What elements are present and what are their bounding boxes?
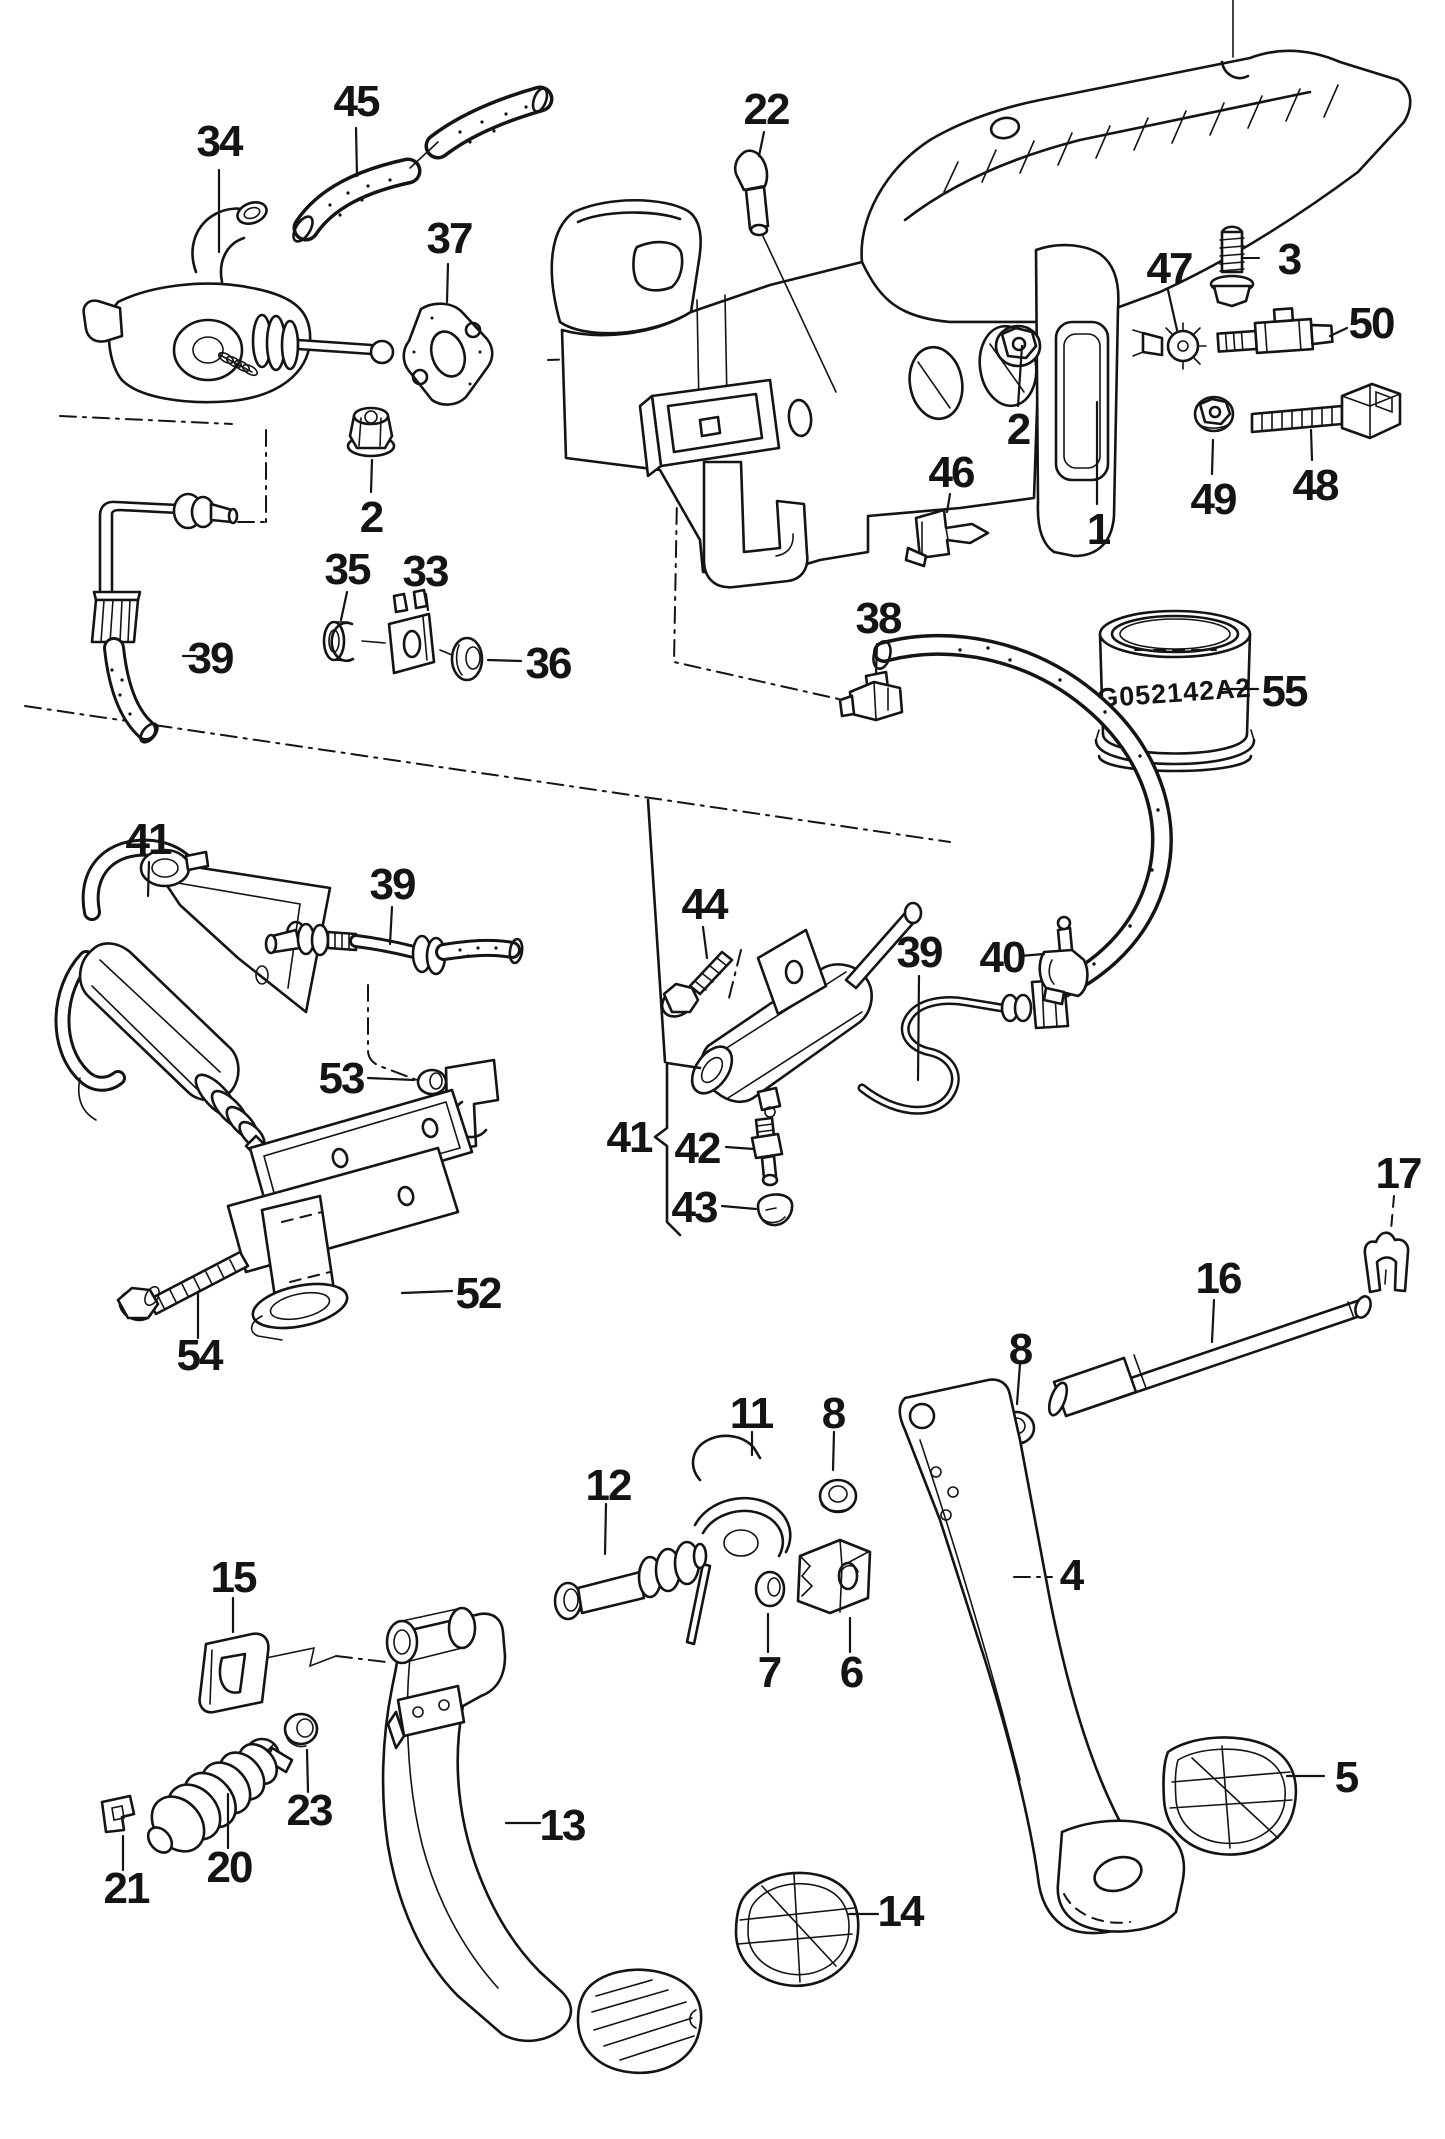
part-label-36: 36: [526, 639, 571, 688]
screw-48: [1250, 382, 1402, 440]
gasket: [402, 302, 494, 406]
part-label-55: 55: [1262, 667, 1308, 716]
part-label-41-brace: 41: [607, 1113, 653, 1162]
clutch-pedal: [381, 1606, 703, 2075]
part-label-23: 23: [287, 1786, 332, 1835]
washer-53: [416, 1068, 448, 1096]
part-label-37: 37: [427, 214, 472, 263]
part-label-21: 21: [104, 1864, 150, 1913]
over-center-spring-20: [146, 1737, 294, 1854]
part-label-13: 13: [540, 1801, 585, 1850]
torsion-spring-11: [685, 1434, 792, 1646]
clip-46: [904, 508, 990, 568]
part-label-16: 16: [1196, 1254, 1241, 1303]
bushing-23: [283, 1712, 319, 1748]
part-label-39-left: 39: [188, 634, 233, 683]
clip-17: [1363, 1231, 1410, 1294]
pivot-pin: [733, 149, 837, 393]
part-label-8-right: 8: [1009, 1325, 1033, 1374]
part-label-39-right: 39: [897, 928, 942, 977]
part-label-6: 6: [840, 1648, 863, 1697]
part-label-35: 35: [325, 545, 371, 594]
pedal-pad-14: [734, 1871, 860, 1988]
part-label-44: 44: [682, 880, 729, 929]
clip-15: [198, 1632, 270, 1714]
pedal-bracket: [550, 49, 1412, 589]
bleeder-valve-42: [750, 1116, 784, 1187]
nut-8-center: [818, 1478, 858, 1514]
hose-39-center: [264, 922, 524, 976]
part-label-4: 4: [1060, 1551, 1085, 1600]
part-label-2-right: 2: [1007, 405, 1030, 454]
nut-2-left: [346, 406, 396, 458]
part-label-11: 11: [730, 1389, 774, 1438]
supply-hose: [292, 85, 554, 243]
part-label-17: 17: [1376, 1149, 1421, 1198]
part-label-45: 45: [334, 77, 380, 126]
slave-cylinder-left: [54, 838, 332, 1167]
part-label-49: 49: [1191, 475, 1236, 524]
part-label-39-center: 39: [370, 860, 415, 909]
part-label-1: 1: [1087, 505, 1111, 554]
bolt-54: [116, 1250, 250, 1322]
slave-cylinder-right: [690, 901, 923, 1118]
part-label-3: 3: [1278, 235, 1301, 284]
part-label-22: 22: [744, 85, 789, 134]
retainer-clip-47: [1132, 322, 1207, 370]
part-label-46: 46: [929, 448, 974, 497]
part-label-15: 15: [211, 1553, 257, 1602]
bolt-44: [660, 950, 734, 1018]
clip-38: [838, 670, 904, 722]
hose-39-right: [857, 633, 1173, 1115]
part-label-34: 34: [197, 117, 244, 166]
washer-7: [754, 1570, 786, 1608]
part-label-20: 20: [207, 1843, 252, 1892]
nut-2-right: [994, 324, 1042, 368]
bracket-hatching: [943, 84, 1339, 193]
clip-40: [1038, 915, 1089, 1006]
part-label-33: 33: [403, 547, 448, 596]
leader-lines: [121, 126, 1395, 1916]
part-label-40: 40: [980, 933, 1025, 982]
can-code-text: G052142A2: [1096, 673, 1252, 714]
dust-cap-43: [756, 1193, 794, 1227]
part-label-2-left: 2: [360, 493, 383, 542]
push-rod-16: [1047, 1295, 1372, 1418]
brace-41-group: [653, 1061, 702, 1237]
part-label-38: 38: [856, 594, 902, 643]
part-label-14: 14: [878, 1887, 925, 1936]
part-label-50: 50: [1349, 299, 1394, 348]
pedal-pad-5: [1162, 1736, 1298, 1856]
pivot-pin-12: [553, 1540, 708, 1621]
bracket-52: [226, 1058, 500, 1341]
part-label-42: 42: [675, 1124, 720, 1173]
grommet-36: [450, 636, 484, 682]
part-label-5: 5: [1335, 1753, 1359, 1802]
part-label-53: 53: [319, 1054, 364, 1103]
brake-pedal: [898, 1378, 1186, 1935]
part-label-41-left: 41: [126, 815, 172, 864]
switch-50: [1216, 307, 1334, 355]
clip-21: [100, 1794, 136, 1834]
nut-49: [1193, 395, 1235, 433]
part-label-47: 47: [1147, 244, 1192, 293]
ring-35: [322, 620, 386, 663]
pipe-39-left: [90, 492, 239, 744]
square-nut-6: [796, 1538, 872, 1615]
part-label-12: 12: [586, 1461, 631, 1510]
part-label-7: 7: [758, 1648, 781, 1697]
clutch-master-cylinder: [82, 200, 395, 404]
part-label-54: 54: [177, 1331, 224, 1380]
part-label-48: 48: [1293, 461, 1339, 510]
part-label-52: 52: [456, 1269, 501, 1318]
screw-3: [1209, 225, 1255, 308]
clip-33: [387, 588, 453, 675]
part-label-43: 43: [672, 1183, 717, 1232]
part-label-8-center: 8: [822, 1389, 846, 1438]
